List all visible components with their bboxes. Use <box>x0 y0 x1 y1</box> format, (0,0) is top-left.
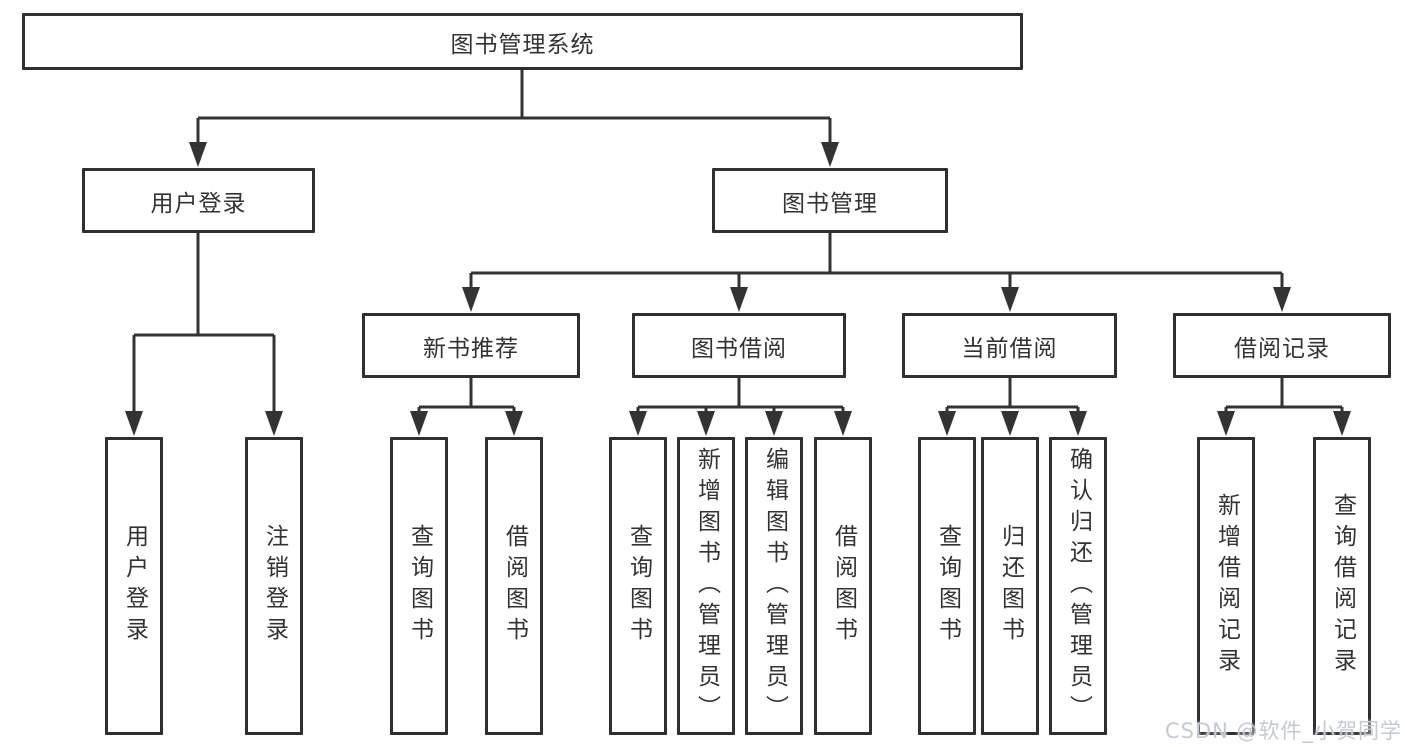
leaf-query-book-recommend: 查询图书 <box>390 437 448 735</box>
arrow-down-icon <box>834 411 852 436</box>
arrow-down-icon <box>505 411 523 436</box>
node-user-login: 用户登录 <box>82 168 315 233</box>
leaf-logout-label: 注销登录 <box>261 524 288 648</box>
arrowheads <box>125 142 1351 436</box>
node-borrow-records-label: 借阅记录 <box>1234 335 1330 362</box>
connector-bookmgmt-to-level3 <box>469 233 1284 289</box>
node-user-login-label: 用户登录 <box>150 190 247 217</box>
node-book-borrow-label: 图书借阅 <box>691 335 787 362</box>
arrow-down-icon <box>629 411 647 436</box>
connector-bookborrow-to-leaves <box>636 378 845 413</box>
arrow-down-icon <box>821 142 839 167</box>
leaf-borrow-book-borrow-label: 借阅图书 <box>830 524 857 648</box>
connector-borrowrecords-to-leaves <box>1224 378 1344 413</box>
leaf-add-book-admin: 新增图书（管理员） <box>677 437 735 735</box>
leaf-query-borrow-record: 查询借阅记录 <box>1313 437 1371 735</box>
arrow-down-icon <box>938 411 956 436</box>
arrow-down-icon <box>697 411 715 436</box>
leaf-query-book-current-label: 查询图书 <box>934 524 961 648</box>
leaf-add-borrow-record: 新增借阅记录 <box>1197 437 1255 735</box>
arrow-down-icon <box>125 411 143 436</box>
watermark-text: CSDN @软件_小贺同学 <box>1164 719 1402 743</box>
leaf-query-book-recommend-label: 查询图书 <box>406 524 433 648</box>
node-current-borrow: 当前借阅 <box>902 313 1117 378</box>
leaf-query-book-borrow: 查询图书 <box>609 437 667 735</box>
arrow-down-icon <box>189 142 207 167</box>
arrow-down-icon <box>462 287 480 312</box>
arrow-down-icon <box>1001 411 1019 436</box>
arrow-down-icon <box>1273 287 1291 312</box>
node-book-management: 图书管理 <box>712 168 948 233</box>
arrow-down-icon <box>1333 411 1351 436</box>
node-root: 图书管理系统 <box>22 13 1023 70</box>
connector-userlogin-to-leaves <box>132 233 276 413</box>
arrow-down-icon <box>1001 287 1019 312</box>
arrow-down-icon <box>410 411 428 436</box>
leaf-return-book-label: 归还图书 <box>997 524 1024 648</box>
leaf-confirm-return-admin: 确认归还（管理员） <box>1049 437 1107 735</box>
node-root-label: 图书管理系统 <box>450 31 595 58</box>
leaf-borrow-book-recommend-label: 借阅图书 <box>501 524 528 648</box>
arrow-down-icon <box>730 287 748 312</box>
connector-currentborrow-to-leaves <box>945 378 1080 413</box>
leaf-return-book: 归还图书 <box>981 437 1039 735</box>
arrow-down-icon <box>1069 411 1087 436</box>
leaf-query-borrow-record-label: 查询借阅记录 <box>1329 493 1356 679</box>
arrow-down-icon <box>265 411 283 436</box>
connector-newbookrec-to-leaves <box>417 378 516 413</box>
leaf-borrow-book-recommend: 借阅图书 <box>485 437 543 735</box>
leaf-add-borrow-record-label: 新增借阅记录 <box>1213 493 1240 679</box>
node-new-book-recommend: 新书推荐 <box>362 313 580 378</box>
leaf-query-book-current: 查询图书 <box>918 437 976 735</box>
arrow-down-icon <box>765 411 783 436</box>
node-book-management-label: 图书管理 <box>782 190 878 217</box>
leaf-edit-book-admin-label: 编辑图书（管理员） <box>761 446 788 726</box>
leaf-logout: 注销登录 <box>245 437 303 735</box>
node-borrow-records: 借阅记录 <box>1173 313 1391 378</box>
leaf-confirm-return-admin-label: 确认归还（管理员） <box>1065 446 1092 726</box>
arrow-down-icon <box>1217 411 1235 436</box>
node-book-borrow: 图书借阅 <box>632 313 846 378</box>
leaf-borrow-book-borrow: 借阅图书 <box>814 437 872 735</box>
connector-root-to-level2 <box>196 69 832 144</box>
leaf-edit-book-admin: 编辑图书（管理员） <box>745 437 803 735</box>
leaf-user-login: 用户登录 <box>105 437 163 735</box>
leaf-user-login-label: 用户登录 <box>121 524 148 648</box>
node-current-borrow-label: 当前借阅 <box>961 335 1058 362</box>
node-new-book-recommend-label: 新书推荐 <box>423 335 519 362</box>
leaf-query-book-borrow-label: 查询图书 <box>625 524 652 648</box>
leaf-add-book-admin-label: 新增图书（管理员） <box>693 446 720 726</box>
